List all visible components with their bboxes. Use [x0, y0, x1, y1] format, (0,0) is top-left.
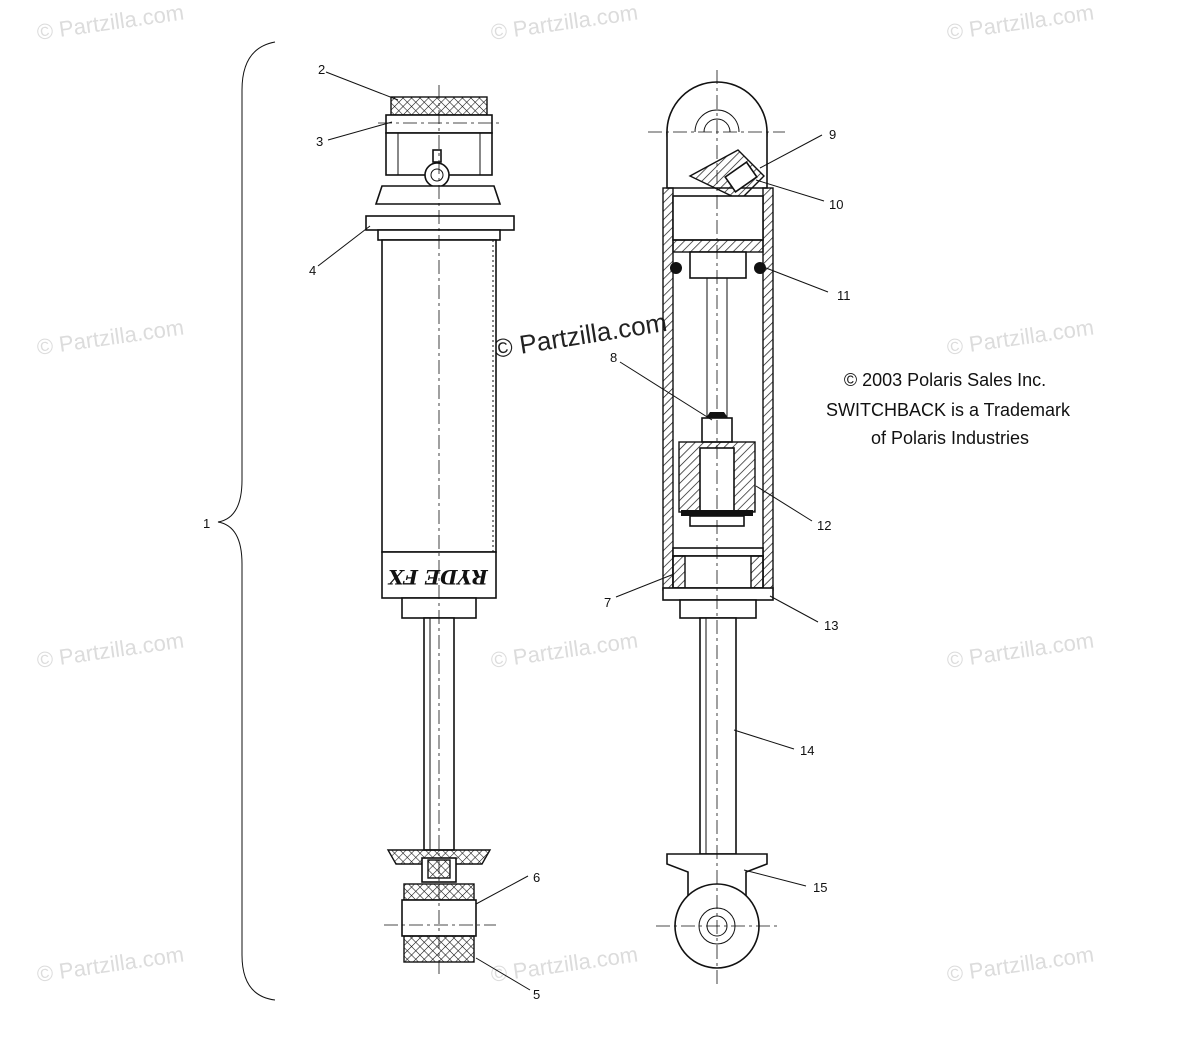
- callout-9: 9: [829, 127, 836, 142]
- callout-3: 3: [316, 134, 323, 149]
- body-wall-right: [762, 187, 774, 591]
- callout-6: 6: [533, 870, 540, 885]
- watermark: © Partzilla.com: [489, 942, 639, 987]
- left-shock-exterior: RYDE FX: [365, 85, 515, 975]
- watermark: © Partzilla.com: [35, 628, 185, 673]
- callout-8: 8: [610, 350, 617, 365]
- trademark-line: SWITCHBACK is a Trademark: [826, 400, 1071, 420]
- valve-cap: [724, 161, 758, 193]
- ryde-fx-logo: RYDE FX: [387, 565, 489, 589]
- watermark: © Partzilla.com: [945, 0, 1095, 45]
- o-ring-left: [670, 262, 682, 274]
- callout-15: 15: [813, 880, 827, 895]
- watermark-layer: © Partzilla.com © Partzilla.com © Partzi…: [35, 0, 1095, 987]
- right-shock-section: [648, 70, 785, 985]
- body-wall-left: [662, 187, 674, 591]
- spring-collar: [365, 215, 515, 231]
- watermark: © Partzilla.com: [35, 942, 185, 987]
- callout-10: 10: [829, 197, 843, 212]
- watermark: © Partzilla.com: [489, 628, 639, 673]
- trademark-owner-line: of Polaris Industries: [871, 428, 1029, 448]
- floating-piston-top: [672, 239, 764, 253]
- floating-piston: [689, 251, 747, 279]
- bottom-out-bumper: [386, 849, 492, 865]
- leader-lines: [317, 71, 829, 991]
- watermark: © Partzilla.com: [489, 0, 639, 45]
- callout-13: 13: [824, 618, 838, 633]
- callout-12: 12: [817, 518, 831, 533]
- seal-head-section: [672, 555, 764, 589]
- callout-5: 5: [533, 987, 540, 1002]
- copyright-note: © 2003 Polaris Sales Inc. SWITCHBACK is …: [826, 370, 1071, 448]
- callout-4: 4: [309, 263, 316, 278]
- callout-11: 11: [837, 288, 851, 303]
- body-neck: [374, 185, 502, 205]
- copyright-line: © 2003 Polaris Sales Inc.: [844, 370, 1046, 390]
- watermark: © Partzilla.com: [945, 942, 1095, 987]
- end-cap: [662, 587, 774, 601]
- callout-1: 1: [203, 516, 210, 531]
- watermark: © Partzilla.com: [35, 0, 185, 45]
- watermark: © Partzilla.com: [35, 315, 185, 360]
- callout-14: 14: [800, 743, 814, 758]
- callout-2: 2: [318, 62, 325, 77]
- watermark: © Partzilla.com: [945, 315, 1095, 360]
- callout-numbers: 1 2 3 4 5 6 7 8 9 10 11 12 13 14 15: [203, 62, 851, 1002]
- watermark: © Partzilla.com: [945, 628, 1095, 673]
- shaft-section: [699, 617, 737, 855]
- bearing-cap: [679, 599, 757, 619]
- callout-7: 7: [604, 595, 611, 610]
- assembly-brace: [217, 41, 276, 1001]
- o-ring-right: [754, 262, 766, 274]
- valve-stem: [432, 149, 442, 163]
- center-watermark: © Partzilla.com: [491, 307, 669, 364]
- valve-fitting: [424, 162, 450, 188]
